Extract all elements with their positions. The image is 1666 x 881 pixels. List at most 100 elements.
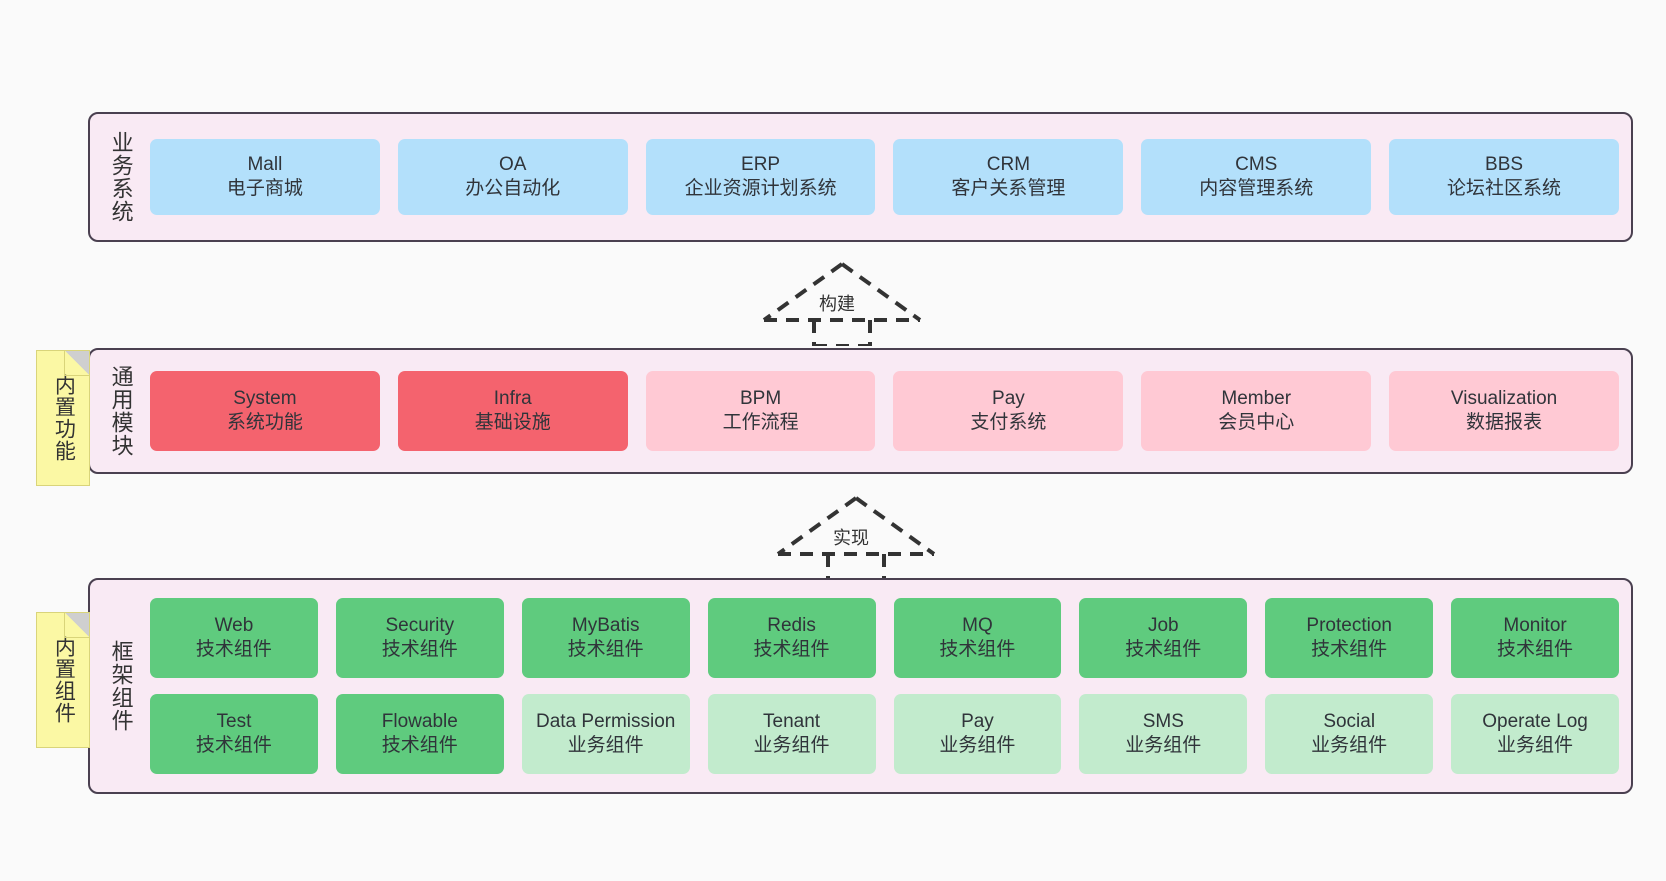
node-crm[interactable]: CRM 客户关系管理 xyxy=(893,139,1124,215)
layer-title-business: 业务系统 xyxy=(108,131,134,223)
node-desc: 业务组件 xyxy=(939,735,1016,756)
node-desc: 电子商城 xyxy=(226,178,303,199)
node-name: OA xyxy=(499,153,527,175)
layer-row: Mall 电子商城 OA 办公自动化 ERP 企业资源计划系统 CRM 客户关系… xyxy=(150,139,1619,215)
node-desc: 业务组件 xyxy=(1125,735,1202,756)
node-name: Social xyxy=(1323,710,1376,732)
node-name: Flowable xyxy=(381,710,458,732)
node-desc: 业务组件 xyxy=(1497,735,1574,756)
node-desc: 业务组件 xyxy=(1311,735,1388,756)
node-desc: 数据报表 xyxy=(1466,412,1543,433)
node-protection[interactable]: Protection 技术组件 xyxy=(1265,598,1434,678)
node-name: ERP xyxy=(741,153,781,175)
node-web[interactable]: Web 技术组件 xyxy=(150,598,318,678)
connector-implement: 实现 xyxy=(766,492,946,580)
node-system[interactable]: System 系统功能 xyxy=(150,371,380,451)
node-desc: 支付系统 xyxy=(970,412,1047,433)
node-social[interactable]: Social 业务组件 xyxy=(1265,694,1434,774)
node-name: Pay xyxy=(961,710,994,732)
node-desc: 技术组件 xyxy=(1497,639,1574,660)
node-name: SMS xyxy=(1142,710,1184,732)
node-data-permission[interactable]: Data Permission 业务组件 xyxy=(521,694,690,774)
node-desc: 业务组件 xyxy=(753,735,830,756)
node-name: CMS xyxy=(1235,153,1278,175)
node-desc: 企业资源计划系统 xyxy=(684,178,837,199)
node-desc: 技术组件 xyxy=(753,639,830,660)
node-name: Monitor xyxy=(1503,614,1567,636)
connector-build: 构建 xyxy=(752,258,932,346)
node-desc: 技术组件 xyxy=(1311,639,1388,660)
node-name: Web xyxy=(214,614,254,636)
node-sms[interactable]: SMS 业务组件 xyxy=(1079,694,1248,774)
layer-business-systems: 业务系统 Mall 电子商城 OA 办公自动化 ERP 企业资源计划系统 CRM… xyxy=(88,112,1633,242)
node-tenant[interactable]: Tenant 业务组件 xyxy=(707,694,876,774)
node-desc: 基础设施 xyxy=(474,412,551,433)
node-name: System xyxy=(233,387,297,409)
node-desc: 工作流程 xyxy=(722,412,799,433)
node-job[interactable]: Job 技术组件 xyxy=(1079,598,1248,678)
node-name: Pay xyxy=(992,387,1025,409)
node-mall[interactable]: Mall 电子商城 xyxy=(150,139,380,215)
node-desc: 技术组件 xyxy=(195,735,272,756)
layer-body-framework: Web 技术组件 Security 技术组件 MyBatis 技术组件 Redi… xyxy=(140,590,1619,782)
node-desc: 技术组件 xyxy=(195,639,272,660)
node-redis[interactable]: Redis 技术组件 xyxy=(707,598,876,678)
node-name: BPM xyxy=(739,387,782,409)
node-name: Data Permission xyxy=(535,710,676,732)
node-name: Visualization xyxy=(1450,387,1558,409)
node-pay-component[interactable]: Pay 业务组件 xyxy=(893,694,1062,774)
node-name: BBS xyxy=(1485,153,1524,175)
layer-row: Test 技术组件 Flowable 技术组件 Data Permission … xyxy=(150,694,1619,774)
node-name: MQ xyxy=(962,614,993,636)
node-name: Operate Log xyxy=(1482,710,1588,732)
sticky-note-builtin-components: 内置组件 xyxy=(36,612,90,748)
node-name: Test xyxy=(216,710,252,732)
node-security[interactable]: Security 技术组件 xyxy=(335,598,504,678)
layer-title-module: 通用模块 xyxy=(108,365,134,457)
layer-body-business: Mall 电子商城 OA 办公自动化 ERP 企业资源计划系统 CRM 客户关系… xyxy=(140,124,1619,230)
node-name: Tenant xyxy=(763,710,821,732)
layer-common-modules: 通用模块 System 系统功能 Infra 基础设施 BPM 工作流程 Pay… xyxy=(88,348,1633,474)
node-name: MyBatis xyxy=(571,614,640,636)
node-desc: 业务组件 xyxy=(567,735,644,756)
node-monitor[interactable]: Monitor 技术组件 xyxy=(1451,598,1619,678)
node-name: CRM xyxy=(986,153,1031,175)
node-name: Member xyxy=(1221,387,1292,409)
node-name: Security xyxy=(385,614,455,636)
node-operate-log[interactable]: Operate Log 业务组件 xyxy=(1451,694,1619,774)
node-pay[interactable]: Pay 支付系统 xyxy=(893,371,1124,451)
node-desc: 会员中心 xyxy=(1218,412,1295,433)
node-desc: 技术组件 xyxy=(381,639,458,660)
node-cms[interactable]: CMS 内容管理系统 xyxy=(1141,139,1372,215)
layer-row: System 系统功能 Infra 基础设施 BPM 工作流程 Pay 支付系统… xyxy=(150,371,1619,451)
node-oa[interactable]: OA 办公自动化 xyxy=(397,139,628,215)
node-bpm[interactable]: BPM 工作流程 xyxy=(645,371,876,451)
node-erp[interactable]: ERP 企业资源计划系统 xyxy=(645,139,876,215)
node-name: Protection xyxy=(1306,614,1392,636)
node-member[interactable]: Member 会员中心 xyxy=(1141,371,1372,451)
node-name: Redis xyxy=(767,614,816,636)
node-desc: 论坛社区系统 xyxy=(1447,178,1562,199)
node-desc: 客户关系管理 xyxy=(951,178,1066,199)
node-mq[interactable]: MQ 技术组件 xyxy=(893,598,1062,678)
node-desc: 办公自动化 xyxy=(465,178,561,199)
node-desc: 技术组件 xyxy=(567,639,644,660)
layer-framework-components: 框架组件 Web 技术组件 Security 技术组件 MyBatis 技术组件… xyxy=(88,578,1633,794)
node-desc: 技术组件 xyxy=(939,639,1016,660)
node-desc: 技术组件 xyxy=(1125,639,1202,660)
node-name: Mall xyxy=(247,153,283,175)
node-desc: 系统功能 xyxy=(226,412,303,433)
node-bbs[interactable]: BBS 论坛社区系统 xyxy=(1389,139,1619,215)
node-name: Infra xyxy=(493,387,532,409)
node-visualization[interactable]: Visualization 数据报表 xyxy=(1389,371,1619,451)
node-mybatis[interactable]: MyBatis 技术组件 xyxy=(521,598,690,678)
connector-label-implement: 实现 xyxy=(830,524,872,550)
node-infra[interactable]: Infra 基础设施 xyxy=(397,371,628,451)
sticky-note-builtin-features: 内置功能 xyxy=(36,350,90,486)
node-flowable[interactable]: Flowable 技术组件 xyxy=(335,694,504,774)
layer-row: Web 技术组件 Security 技术组件 MyBatis 技术组件 Redi… xyxy=(150,598,1619,678)
node-name: Job xyxy=(1147,614,1179,636)
node-test[interactable]: Test 技术组件 xyxy=(150,694,318,774)
layer-title-framework: 框架组件 xyxy=(108,640,134,732)
